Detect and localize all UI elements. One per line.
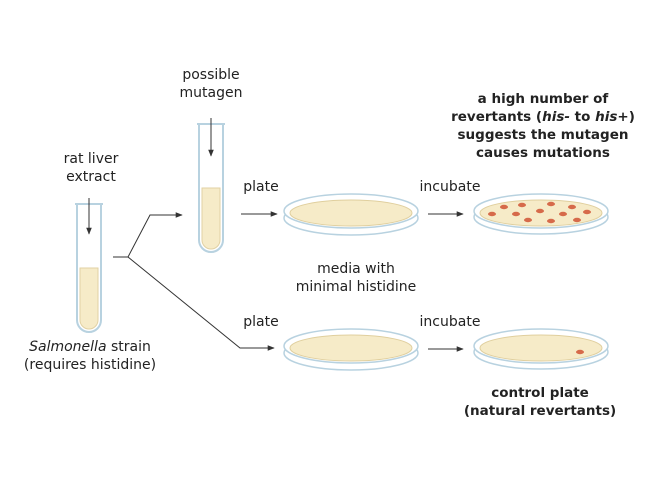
result-line2-c: ) (628, 109, 635, 125)
incubate-label-top: incubate (419, 179, 481, 195)
result-line2-a: revertants ( (451, 109, 543, 125)
result-plate-control (473, 328, 609, 370)
result-line4: causes mutations (476, 145, 610, 161)
control-plate-caption: control plate (natural revertants) (460, 384, 620, 420)
his-minus: his- (542, 109, 570, 125)
incubate-label-bottom: incubate (419, 314, 481, 330)
salmonella-strain-label: Salmonella strain (requires histidine) (10, 338, 170, 374)
possible-mutagen-line1: possible (182, 67, 240, 83)
media-line2: minimal histidine (295, 279, 417, 295)
media-line1: media with (317, 261, 395, 277)
revertant-colonies (488, 201, 591, 224)
control-line2: (natural revertants) (463, 403, 617, 419)
rat-liver-extract-label: rat liver extract (48, 150, 134, 186)
possible-mutagen-line2: mutagen (179, 85, 243, 101)
media-label: media with minimal histidine (286, 260, 426, 296)
strain-italic: Salmonella (29, 339, 107, 355)
plate-label-top: plate (243, 179, 279, 195)
possible-mutagen-label: possible mutagen (168, 66, 254, 102)
his-plus: his+ (595, 109, 629, 125)
result-line2: revertants (his- to his+) (438, 108, 648, 126)
strain-rest: strain (106, 339, 151, 355)
strain-line2: (requires histidine) (23, 357, 157, 373)
mutagen-test-tube (197, 123, 225, 253)
result-line3: suggests the mutagen (457, 127, 629, 143)
result-line1: a high number of (477, 91, 609, 107)
natural-revertant-colony (576, 349, 584, 355)
salmonella-test-tube (75, 203, 103, 333)
control-line1: control plate (491, 385, 589, 401)
result-plate-mutagen (473, 193, 609, 235)
plate-label-bottom: plate (243, 314, 279, 330)
petri-dish-top (283, 193, 419, 236)
petri-dish-bottom (283, 328, 419, 371)
branch-arrow-up (113, 212, 183, 258)
result-caption: a high number of revertants (his- to his… (438, 90, 648, 162)
rat-liver-line2: extract (66, 169, 116, 185)
result-line2-b: to (569, 109, 596, 125)
rat-liver-line1: rat liver (63, 151, 119, 167)
strain-line1: Salmonella strain (10, 338, 170, 356)
branch-arrow-down (127, 256, 275, 351)
